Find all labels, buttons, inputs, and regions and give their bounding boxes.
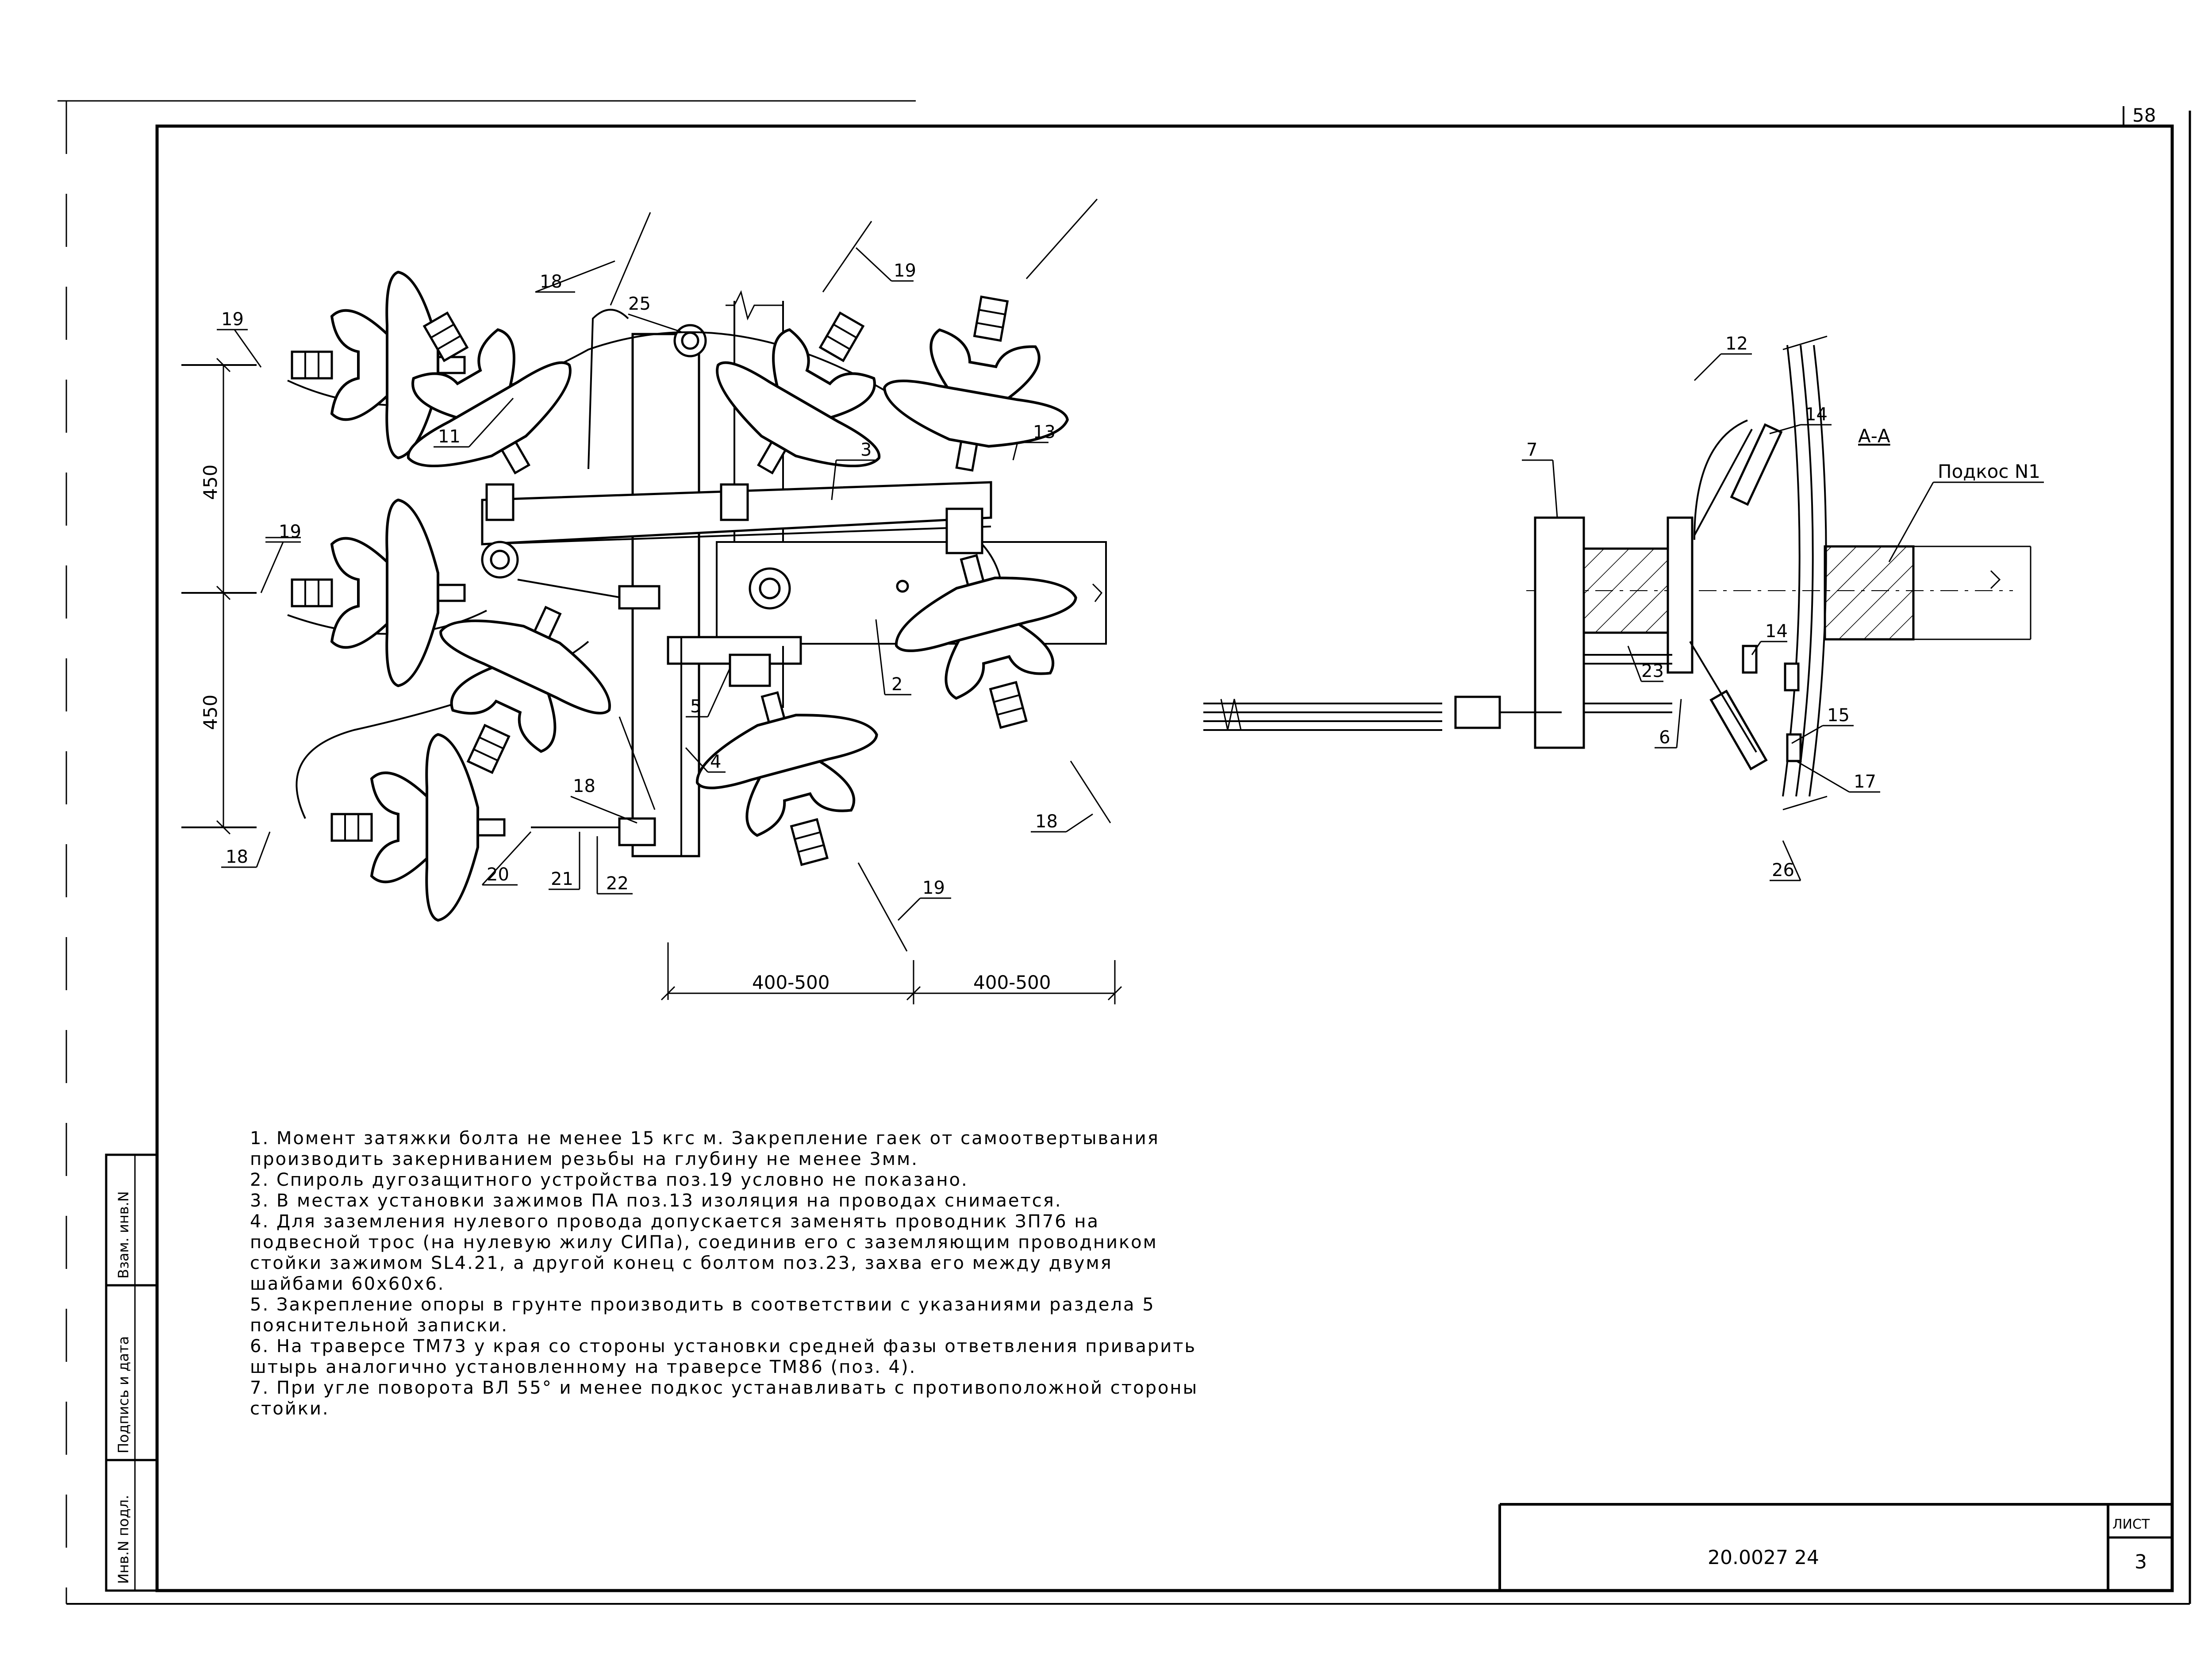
callout-label: 18	[573, 776, 595, 796]
note-item: 2. Спироль дугозащитного устройства поз.…	[250, 1170, 968, 1190]
callout-label: 19	[279, 522, 301, 542]
callout-label: 14	[1765, 621, 1788, 642]
callout-label: 21	[551, 869, 573, 889]
document-code: 20.0027 24	[1708, 1546, 1819, 1569]
callout-label: 19	[279, 522, 301, 542]
note-item: 3. В местах установки зажимов ПА поз.13 …	[250, 1191, 1062, 1211]
callout-label: 20	[487, 865, 509, 885]
stamp-field-replacement: Взам. инв.N	[115, 1191, 132, 1279]
section-callouts: 12 14 7 14 23 6 15 17 26	[1522, 334, 1880, 881]
callout-label: 18	[1035, 811, 1058, 832]
note-item: 6. На траверсе ТМ73 у края со стороны ус…	[250, 1336, 1203, 1377]
note-item: 4. Для заземления нулевого провода допус…	[250, 1211, 1165, 1294]
note-item: 5. Закрепление опоры в грунте производит…	[250, 1295, 1162, 1336]
dimension-horizontal-right: 400-500	[973, 972, 1051, 993]
dimension-horizontal-left: 400-500	[752, 972, 830, 993]
callout-label: 11	[438, 427, 461, 447]
callout-label: 5	[690, 696, 701, 717]
callout-label: 12	[1725, 334, 1748, 354]
callout-label: 26	[1772, 860, 1794, 880]
general-notes: 1. Момент затяжки болта не менее 15 кгс …	[250, 1128, 1210, 1419]
section-title: А-А	[1858, 425, 1890, 447]
callout-label: 13	[1033, 422, 1056, 442]
callout-label: 22	[606, 873, 629, 894]
callout-label: 14	[1805, 404, 1828, 425]
callout-label: 3	[860, 440, 872, 460]
callout-label: 2	[891, 674, 902, 695]
callout-label: 18	[226, 847, 248, 867]
callout-label: 18	[540, 272, 562, 292]
callout-label: 17	[1854, 772, 1876, 792]
stamp-field-signature: Подпись и дата	[115, 1336, 132, 1453]
sheet-label: ЛИСТ	[2112, 1517, 2150, 1532]
callout-label: 19	[894, 261, 916, 281]
dimension-vertical-lower: 450	[200, 695, 221, 730]
main-view-callouts: 18 19 25 19 19 11 3 13 19 2 5 4 18	[217, 247, 1093, 921]
callout-label: 19	[922, 878, 945, 898]
section-view	[1203, 335, 2032, 811]
callout-label: 6	[1659, 727, 1670, 748]
callout-label: 15	[1827, 705, 1850, 726]
callout-label: 23	[1641, 661, 1664, 681]
sheet-number: 3	[2135, 1551, 2147, 1573]
callout-label: 4	[710, 752, 721, 772]
note-item: 1. Момент затяжки болта не менее 15 кгс …	[250, 1128, 1167, 1169]
brace-label: Подкос N1	[1938, 461, 2040, 482]
callout-label: 7	[1526, 440, 1537, 460]
sheet-frame	[58, 100, 2191, 1605]
callout-label: 19	[221, 309, 244, 330]
callout-label: 25	[628, 294, 651, 314]
page-number: 58	[2132, 104, 2156, 126]
dimension-vertical-upper: 450	[200, 465, 221, 500]
main-view	[181, 199, 1122, 1004]
stamp-field-inventory: Инв.N подл.	[115, 1495, 132, 1584]
note-item: 7. При угле поворота ВЛ 55° и менее подк…	[250, 1378, 1205, 1419]
